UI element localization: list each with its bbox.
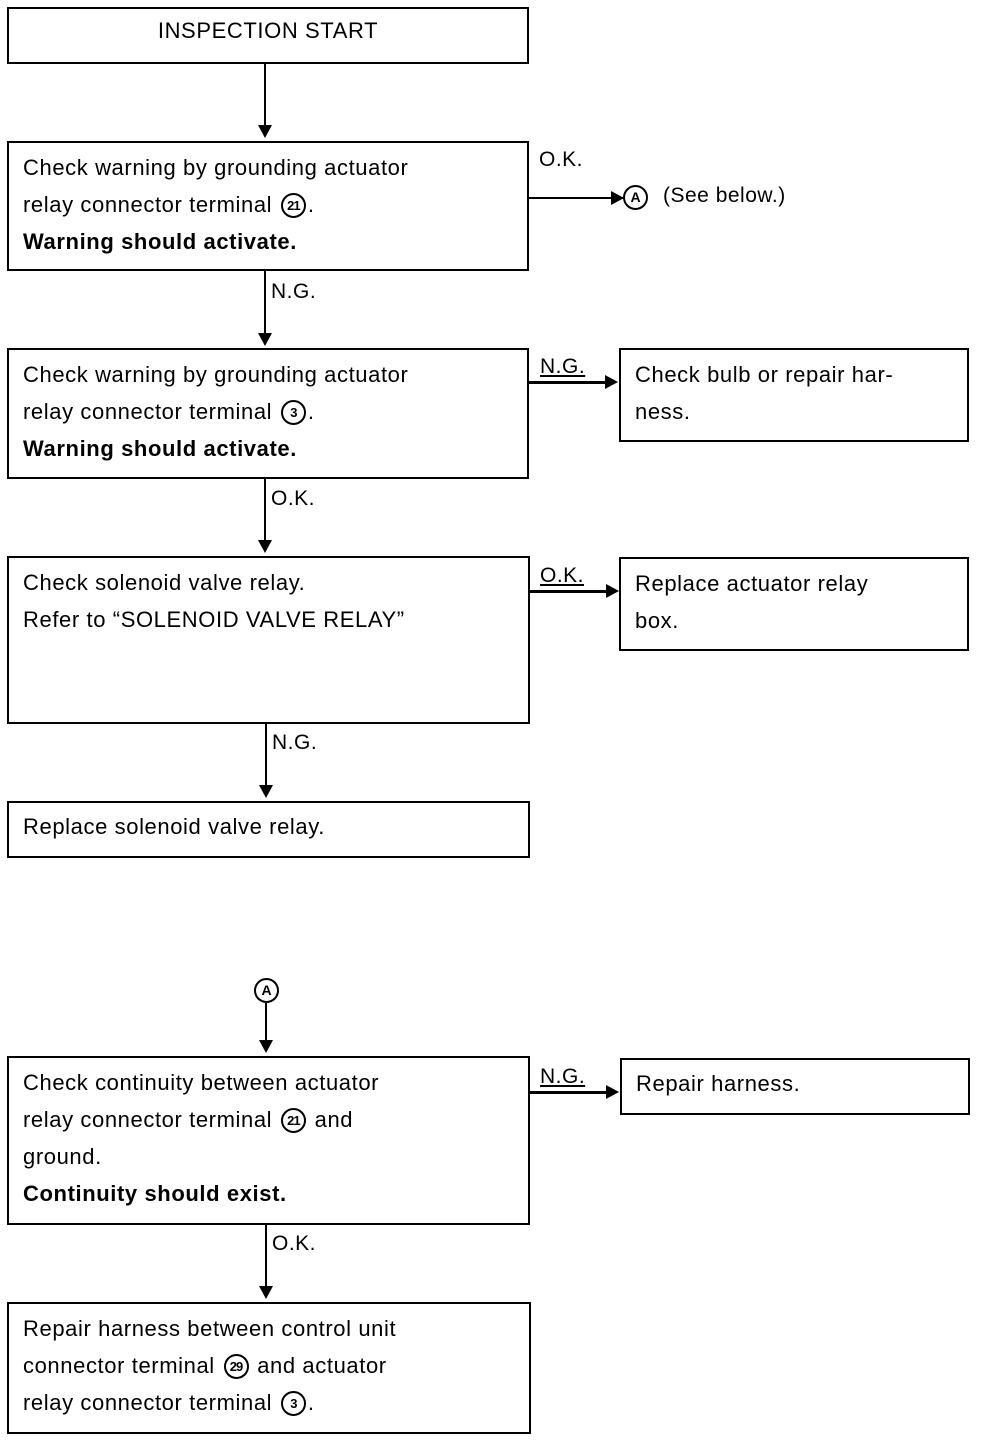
arrow-right-icon [611,191,624,205]
ok-result-line3-end: . [307,1390,315,1415]
step1-line1: Check warning by grounding actuator [23,155,409,180]
continuity-ng-label: N.G. [540,1065,586,1088]
connector-line [265,1003,267,1041]
step1-expected: Warning should activate. [23,229,297,254]
connector-a-icon: A [254,978,279,1003]
step2-ng-result-box: Check bulb or repair har- ness. [619,348,969,442]
arrow-down-icon [259,785,273,798]
step2-ng-result-line1: Check bulb or repair har- [635,362,894,387]
step2-line1: Check warning by grounding actuator [23,362,409,387]
connector-line [264,64,266,126]
ok-result-line1: Repair harness between control unit [23,1316,397,1341]
connector-line [265,1225,267,1287]
step2-line2-end: . [307,399,315,424]
ok-result-line2-end: and actuator [257,1353,387,1378]
connector-line [530,590,608,593]
connector-line [264,479,266,541]
step1-line2-end: . [307,192,315,217]
continuity-ok-result-box: Repair harness between control unit conn… [7,1302,531,1434]
step3-ng-label: N.G. [272,731,318,754]
step3-ng-result-line1: Replace solenoid valve relay. [23,814,325,839]
step2-box: Check warning by grounding actuator rela… [7,348,529,479]
continuity-line2: relay connector terminal 21 and [23,1101,514,1138]
connector-line [265,724,267,786]
continuity-check-box: Check continuity between actuator relay … [7,1056,530,1225]
step1-line2-text: relay connector terminal [23,192,273,217]
arrow-down-icon [259,1286,273,1299]
continuity-line2-end: and [314,1107,354,1132]
step3-box: Check solenoid valve relay. Refer to “SO… [7,556,530,724]
arrow-right-icon [605,375,618,389]
step2-ok-label: O.K. [271,487,316,510]
connector-line [529,197,623,199]
inspection-start-box: INSPECTION START [7,7,529,64]
continuity-ng-result-box: Repair harness. [620,1058,970,1115]
step3-ok-label: O.K. [540,564,585,587]
connector-a-icon: A [623,185,648,210]
step2-line2-text: relay connector terminal [23,399,273,424]
step2-ng-result-line2: ness. [635,399,691,424]
step3-ok-result-line2: box. [635,608,679,633]
step1-ok-label: O.K. [539,148,584,171]
step3-ng-result-box: Replace solenoid valve relay. [7,801,530,858]
connector-line [530,1091,608,1094]
terminal-3-badge: 3 [280,400,306,425]
connector-line [264,271,266,334]
see-below-text: (See below.) [663,184,786,207]
step1-line2: relay connector terminal 21. [23,186,513,223]
terminal-3-badge: 3 [280,1391,306,1416]
step3-line2: Refer to “SOLENOID VALVE RELAY” [23,607,405,632]
inspection-start-text: INSPECTION START [157,18,379,43]
continuity-ng-result-line1: Repair harness. [636,1071,801,1096]
ok-result-line2-text: connector terminal [23,1353,215,1378]
step3-ok-result-box: Replace actuator relay box. [619,557,969,651]
ok-result-line3-text: relay connector terminal [23,1390,273,1415]
step2-expected: Warning should activate. [23,436,297,461]
step2-line2: relay connector terminal 3. [23,393,513,430]
terminal-29-badge: 29 [223,1354,249,1379]
continuity-line2-text: relay connector terminal [23,1107,273,1132]
continuity-line1: Check continuity between actuator [23,1070,380,1095]
connector-line [529,381,607,384]
arrow-right-icon [606,1085,619,1099]
arrow-right-icon [606,584,619,598]
ok-result-line2: connector terminal 29 and actuator [23,1347,515,1384]
step3-ok-result-line1: Replace actuator relay [635,571,869,596]
step2-ng-label: N.G. [540,355,586,378]
arrow-down-icon [258,540,272,553]
continuity-ok-label: O.K. [272,1232,317,1255]
arrow-down-icon [258,333,272,346]
terminal-21-badge: 21 [280,193,306,218]
continuity-line3: ground. [23,1144,102,1169]
arrow-down-icon [259,1040,273,1053]
step1-box: Check warning by grounding actuator rela… [7,141,529,271]
step1-ng-label: N.G. [271,280,317,303]
arrow-down-icon [258,125,272,138]
terminal-21-badge: 21 [280,1108,306,1133]
continuity-expected: Continuity should exist. [23,1181,287,1206]
step3-line1: Check solenoid valve relay. [23,570,306,595]
ok-result-line3: relay connector terminal 3. [23,1384,515,1421]
